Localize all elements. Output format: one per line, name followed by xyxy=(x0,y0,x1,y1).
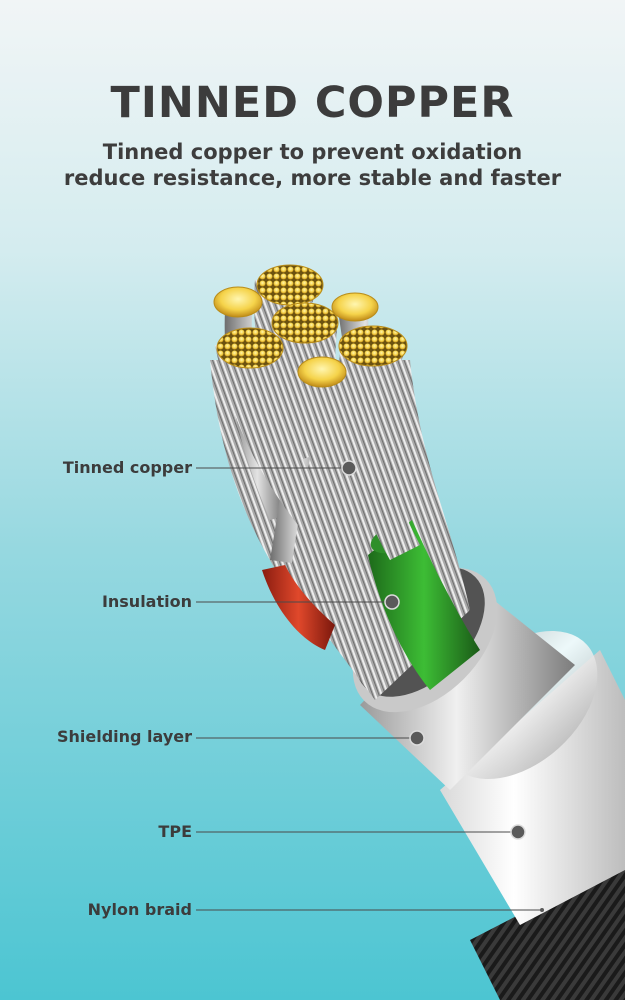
page-title: TINNED COPPER xyxy=(110,78,515,128)
stranded-gold-end xyxy=(338,325,408,367)
callout-insulation: Insulation xyxy=(101,592,192,611)
stranded-gold-end xyxy=(271,302,339,344)
gold-tip xyxy=(297,356,347,388)
subtitle-line-1: Tinned copper to prevent oxidation xyxy=(102,140,523,164)
stranded-gold-end xyxy=(256,264,324,306)
callout-shielding-layer: Shielding layer xyxy=(56,727,192,746)
subtitle-line-2: reduce resistance, more stable and faste… xyxy=(63,166,562,190)
callout-nylon-braid: Nylon braid xyxy=(87,900,192,919)
stranded-gold-end xyxy=(216,327,284,369)
gold-tip xyxy=(331,292,379,322)
green-insulation xyxy=(368,520,480,690)
callout-lines xyxy=(196,460,544,912)
red-insulation xyxy=(262,565,335,650)
callout-tinned-copper: Tinned copper xyxy=(62,458,192,477)
nylon-braid xyxy=(470,860,625,1000)
gold-tip xyxy=(213,286,263,318)
callout-tpe: TPE xyxy=(158,822,192,841)
